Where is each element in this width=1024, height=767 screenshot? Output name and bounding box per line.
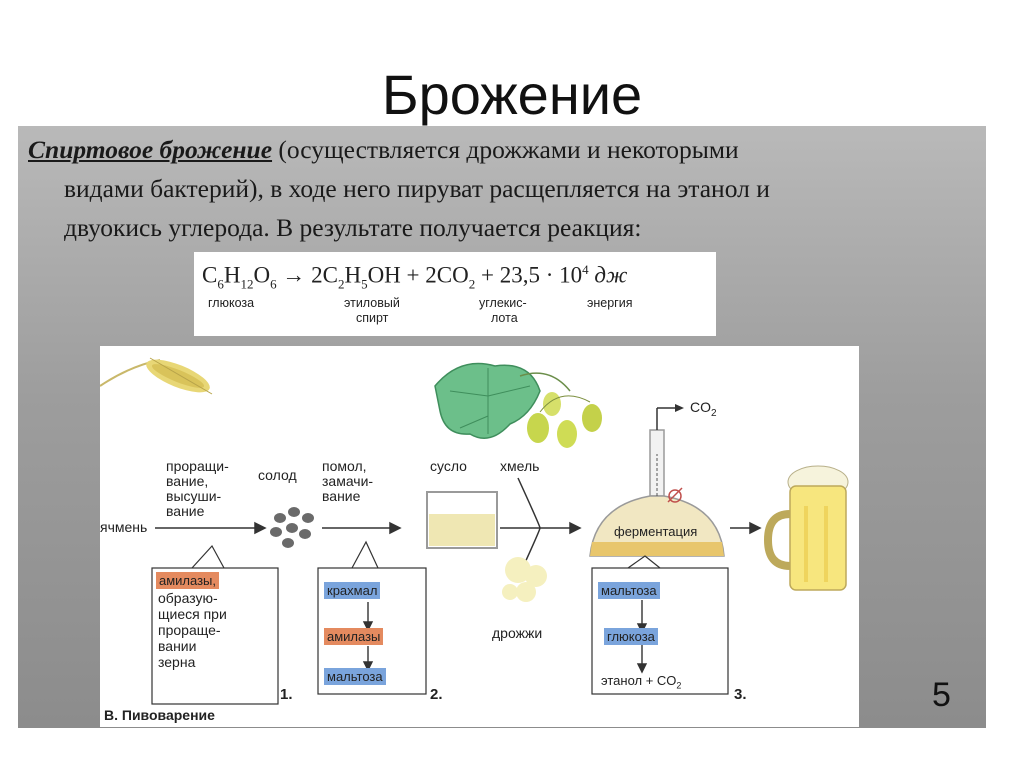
box1-number: 1. [280,686,293,703]
box3-number: 3. [734,686,747,703]
box3-ethanol-text: этанол + CO [601,673,677,688]
label-step1-line2: вание, [166,473,209,489]
hop-leaf-icon [434,362,571,439]
plus-1: + [400,262,426,288]
co2-out-text: CO [690,399,711,415]
label-glucose: глюкоза [208,296,255,310]
glucose-o: O [253,262,271,288]
malt-grains-icon [270,507,314,548]
hop-cones-icon [527,392,602,448]
intro-term: Спиртовое брожение [28,135,273,164]
label-step2-line3: вание [322,488,361,504]
glucose-o-sub: 6 [270,276,277,292]
ethanol-b: H [344,262,362,288]
intro-line-1-rest: (осуществляется дрожжами и некоторыми [272,135,739,164]
ethanol-sub1: 2 [337,276,345,292]
page-number: 5 [932,676,951,714]
box2-amylases: амилазы [324,628,384,645]
label-ethanol-1: этиловый [344,296,400,310]
fermentation-flask-icon [589,404,725,557]
ethanol-sub2: 5 [361,276,368,292]
wort-beaker-icon [426,491,498,549]
ethanol-c: OH [367,262,401,288]
energy-unit: дж [588,262,628,288]
reaction-equation: C6H12O6 → 2C2H5OH + 2CO2 + 23,5 · 104 дж… [194,252,716,336]
box3-maltose: мальтоза [598,582,660,599]
intro-line-3: двуокись углерода. В результате получает… [28,208,978,247]
label-step1-line1: проращи- [166,458,229,474]
intro-line-2-text: видами бактерий), в ходе него пируват ра… [64,174,770,203]
main-flow-arrows [155,477,762,579]
ethanol-a: 2C [311,262,338,288]
label-co2-out: CO2 [690,400,717,421]
callout-boxes [151,540,729,705]
diagram-caption: В. Пивоварение [104,707,215,723]
co2-formula: 2CO [425,262,469,288]
label-fermentation: ферментация [614,524,698,539]
wheat-icon [100,357,213,395]
glucose-h: H [223,262,241,288]
glucose-c-sub: 6 [217,276,224,292]
intro-line-2: видами бактерий), в ходе него пируват ра… [28,169,978,208]
label-step1-line4: вание [166,503,205,519]
co2-out-sub: 2 [711,407,717,419]
box2-maltose: мальтоза [324,668,386,685]
reaction-arrow: → [276,262,312,288]
intro-text: Спиртовое брожение (осуществляется дрожж… [28,130,978,247]
label-barley: ячмень [100,519,148,535]
label-energy: энергия [587,296,633,310]
box2-starch: крахмал [324,582,381,599]
plus-2: + [475,262,500,288]
slide-title: Брожение [381,63,643,126]
beer-mug-icon [763,465,849,591]
box1-line4: прораще- [158,622,221,638]
label-step2-line2: замачи- [322,473,374,489]
co2-sub: 2 [468,276,476,292]
equation-formula: C6H12O6 → 2C2H5OH + 2CO2 + 23,5 · 104 дж [202,262,627,292]
box3-glucose: глюкоза [604,628,658,645]
box1-line5: вании [158,638,197,654]
yeast-cells-icon [502,557,547,602]
label-wort: сусло [430,458,467,474]
box2-number: 2. [430,686,443,703]
intro-line-1: Спиртовое брожение (осуществляется дрожж… [28,130,978,169]
label-step1-line3: высуши- [166,488,222,504]
label-co2-2: лота [491,311,518,325]
box1-line2: образую- [158,590,218,606]
label-malt: солод [258,467,297,483]
label-co2-1: углекис- [479,296,527,310]
glucose-h-sub: 12 [240,276,254,292]
diagram-graphics [100,357,849,705]
brewing-diagram: ячмень проращи- вание, высуши- вание сол… [100,346,859,727]
glucose-c: C [202,262,218,288]
box1-line3: щиеся при [158,606,227,622]
box3-co2-sub: 2 [676,680,682,691]
label-hops: хмель [500,458,540,474]
intro-line-3-text: двуокись углерода. В результате получает… [64,213,642,242]
energy-exp: 4 [582,262,589,277]
energy-value: 23,5 · 10 [499,262,583,288]
label-ethanol-2: спирт [356,311,389,325]
box1-tag-amylases: амилазы, [156,572,220,589]
box3-ethanol-co2: этанол + CO2 [598,672,684,692]
label-step2-line1: помол, [322,458,367,474]
label-yeast: дрожжи [492,625,543,641]
box1-line6: зерна [158,654,196,670]
